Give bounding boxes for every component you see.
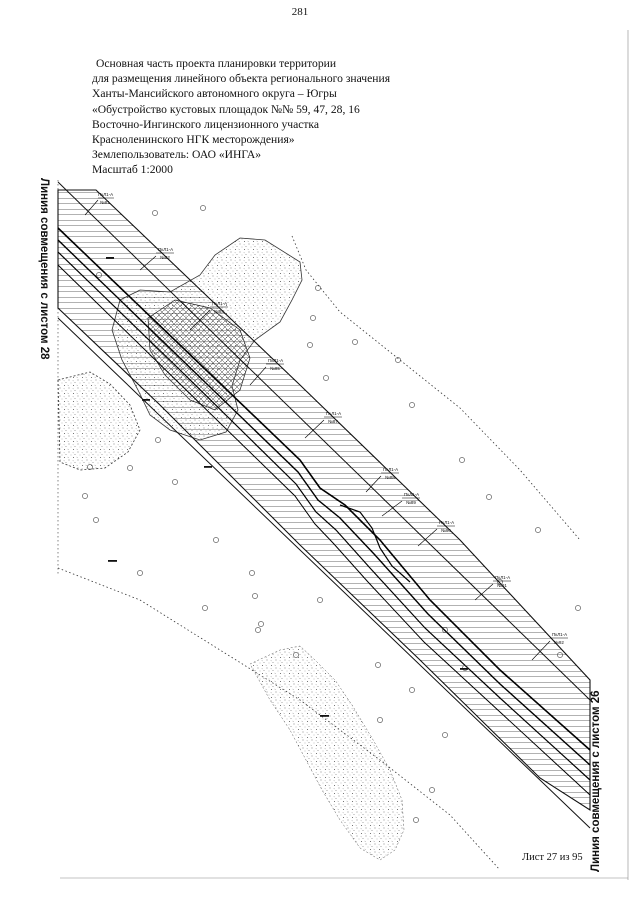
land-user-line: Землепользователь: ОАО «ИНГА» bbox=[92, 148, 262, 162]
callout-90: ПкЛ1-А №90 bbox=[417, 520, 455, 547]
callout-81: ПкЛ1-А №81 bbox=[84, 192, 114, 216]
title-line-1: Основная часть проекта планировки террит… bbox=[96, 57, 337, 70]
forest-boundary-upper bbox=[291, 235, 581, 541]
pipeline-2 bbox=[57, 239, 591, 766]
callout-84: ПкЛ1-А №84 bbox=[189, 301, 228, 331]
callout-81-top: ПкЛ1-А bbox=[98, 192, 113, 197]
title-line-2: для размещения линейного объекта региона… bbox=[92, 72, 391, 86]
callout-89: ПкЛ1-А №89 bbox=[381, 492, 420, 517]
callout-82-bottom: №82 bbox=[160, 255, 170, 260]
match-line-left-label: Линия совмещения с листом 28 bbox=[38, 178, 50, 360]
right-of-way-corridor bbox=[57, 189, 591, 812]
callout-87-bottom: №87 bbox=[328, 419, 338, 424]
callout-92-bottom: №92 bbox=[554, 640, 564, 645]
callout-91-bottom: №91 bbox=[497, 583, 507, 588]
swamp-area-left bbox=[57, 371, 141, 471]
callout-87-top: ПкЛ1-А bbox=[326, 411, 341, 416]
elevation-marks bbox=[106, 257, 468, 717]
swamp-area-lower bbox=[249, 645, 405, 861]
pipeline-3 bbox=[57, 251, 591, 781]
match-line-right-label: Линия совмещения с листом 26 bbox=[590, 690, 602, 872]
scale-line: Масштаб 1:2000 bbox=[92, 163, 173, 177]
corridor-edge-upper bbox=[57, 181, 591, 701]
callout-89-bottom: №89 bbox=[406, 500, 416, 505]
pipeline-1 bbox=[57, 227, 591, 751]
callout-84-top: ПкЛ1-А bbox=[212, 301, 227, 306]
callout-85-bottom: №85 bbox=[270, 366, 280, 371]
title-line-3: Ханты-Мансийского автономного округа – Ю… bbox=[92, 87, 337, 101]
sheet-number: Лист 27 из 95 bbox=[522, 852, 583, 863]
callout-81-bottom: №81 bbox=[100, 200, 110, 205]
callout-88-top: ПкЛ1-А bbox=[383, 467, 398, 472]
callout-85-top: ПкЛ1-А bbox=[268, 358, 283, 363]
callout-89-top: ПкЛ1-А bbox=[404, 492, 419, 497]
road-axis bbox=[339, 504, 411, 583]
callout-90-bottom: №90 bbox=[441, 528, 451, 533]
callout-88: ПкЛ1-А №88 bbox=[365, 467, 399, 493]
callout-92: ПкЛ1-А №92 bbox=[531, 632, 568, 661]
page-number: 281 bbox=[291, 6, 309, 18]
corridor-edge-lower bbox=[57, 317, 591, 829]
pipeline-4 bbox=[57, 264, 591, 796]
callout-84-bottom: №84 bbox=[214, 309, 224, 314]
title-line-4: «Обустройство кустовых площадок №№ 59, 4… bbox=[92, 102, 360, 116]
callout-82: ПкЛ1-А №82 bbox=[139, 247, 174, 271]
callout-91: ПкЛ1-А №91 bbox=[474, 575, 511, 601]
title-line-5: Восточно-Ингинского лицензионного участк… bbox=[92, 117, 320, 131]
callout-85: ПкЛ1-А №85 bbox=[249, 358, 284, 386]
callout-82-top: ПкЛ1-А bbox=[158, 247, 173, 252]
callout-91-top: ПкЛ1-А bbox=[495, 575, 510, 580]
title-line-6: Красноленинского НГК месторождения» bbox=[92, 133, 295, 147]
callout-90-top: ПкЛ1-А bbox=[439, 520, 454, 525]
callout-88-bottom: №88 bbox=[385, 475, 395, 480]
callout-92-top: ПкЛ1-А bbox=[552, 632, 567, 637]
title-block: Основная часть проекта планировки террит… bbox=[92, 56, 390, 178]
callout-87: ПкЛ1-А №87 bbox=[304, 411, 342, 439]
